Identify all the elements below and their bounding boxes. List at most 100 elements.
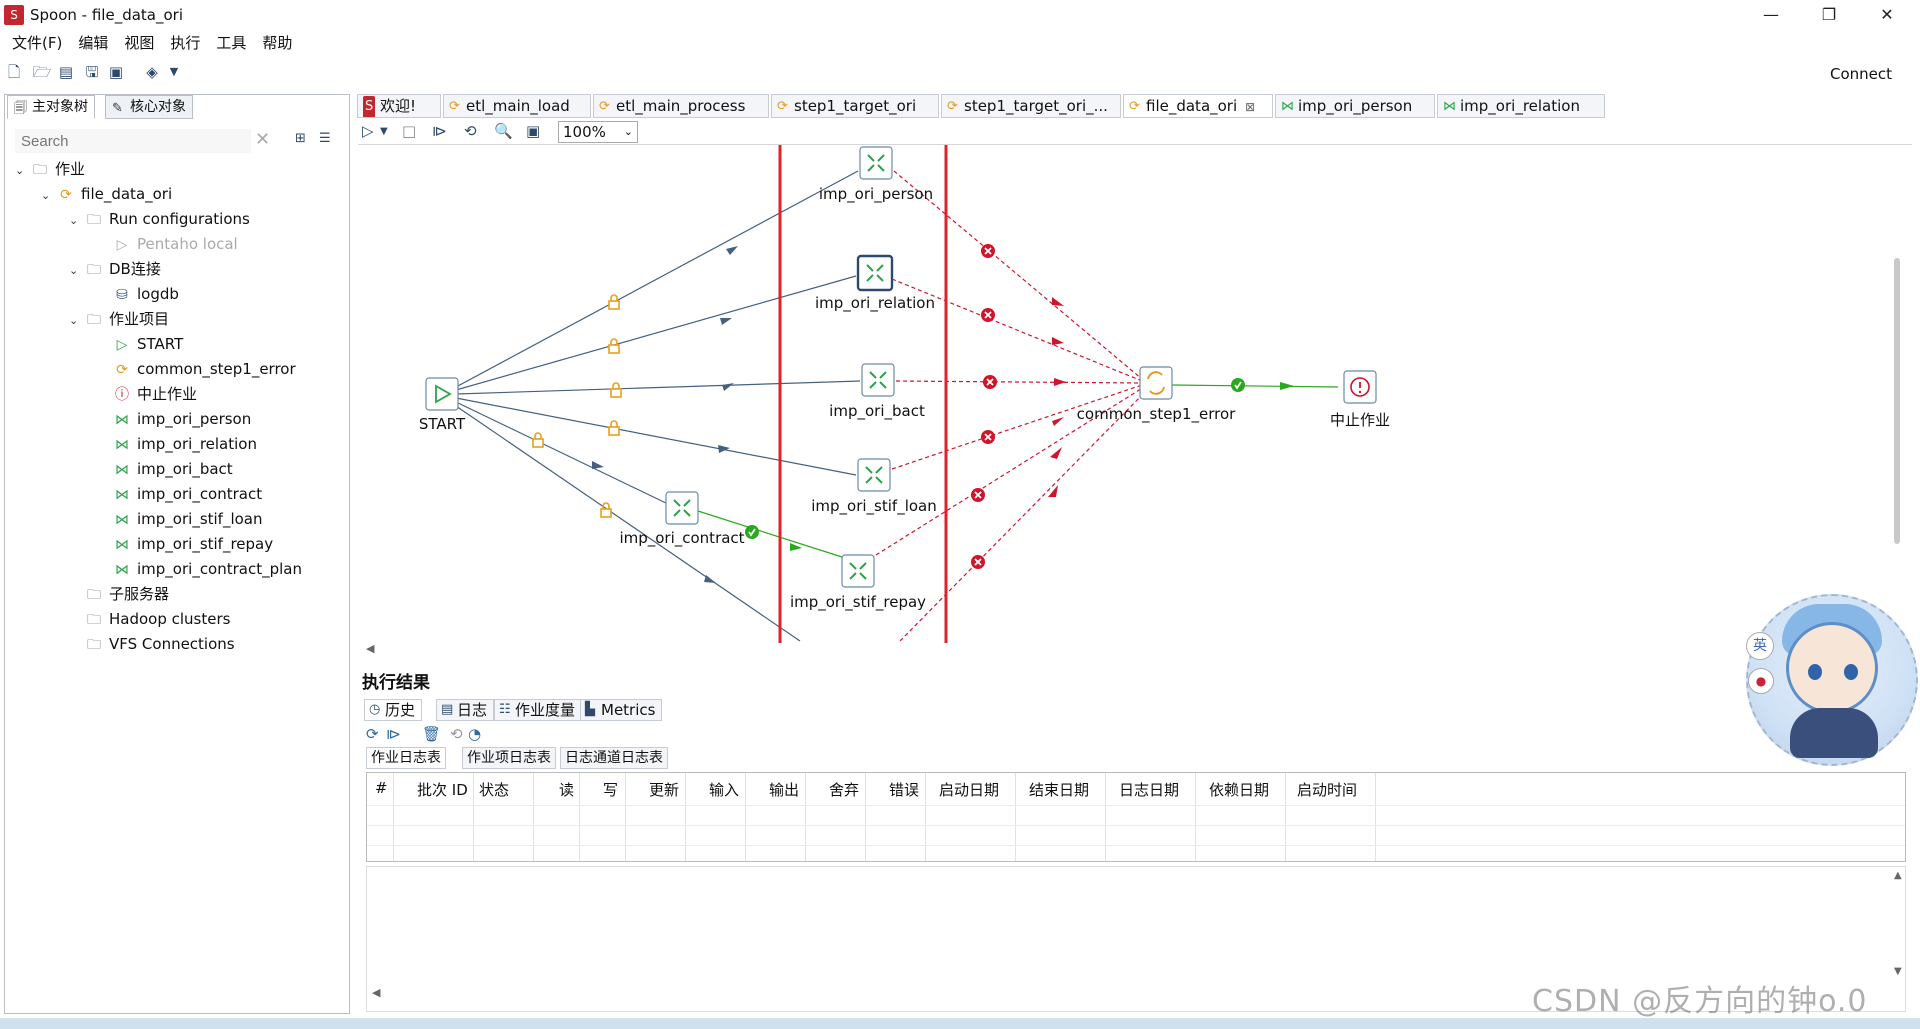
tab-etl-main-load[interactable]: ⟳etl_main_load: [443, 94, 591, 118]
chevron-down-icon[interactable]: ⌄: [69, 314, 79, 327]
chevron-down-icon[interactable]: ⌄: [15, 164, 25, 177]
tree-item-imp-ori-bact[interactable]: ⋈imp_ori_bact: [97, 457, 233, 481]
job-graph[interactable]: [358, 145, 1912, 643]
close-tab-icon[interactable]: ⊠: [1245, 100, 1256, 114]
column-header[interactable]: 输入: [709, 781, 740, 799]
sql-icon[interactable]: 🔍: [494, 122, 513, 140]
scroll-down-icon[interactable]: ▼: [1894, 966, 1902, 977]
scroll-left-icon[interactable]: ◀: [372, 986, 381, 999]
refresh-icon[interactable]: ⟳: [366, 725, 379, 743]
tab-job-metrics[interactable]: ☷作业度量: [494, 699, 583, 721]
hop-relation-error[interactable]: [891, 278, 1143, 382]
node-abort-job[interactable]: [1343, 370, 1377, 404]
ime-language-badge[interactable]: 英: [1746, 632, 1774, 660]
tab-channel-log-table[interactable]: 日志通道日志表: [560, 747, 668, 769]
hop-start-contract-plan[interactable]: [455, 405, 801, 642]
column-header[interactable]: 启动时间: [1297, 781, 1358, 799]
save-icon[interactable]: 🖫: [85, 63, 99, 81]
stop-icon[interactable]: □: [402, 122, 417, 140]
save-as-icon[interactable]: ▣: [108, 63, 124, 81]
tab-etl-main-process[interactable]: ⟳etl_main_process: [593, 94, 769, 118]
tree-item-logdb[interactable]: ⛁logdb: [97, 282, 179, 306]
connect-button[interactable]: Connect: [1829, 65, 1892, 83]
tab-imp-ori-relation[interactable]: ⋈imp_ori_relation: [1437, 94, 1605, 118]
tab-history[interactable]: ◷历史: [364, 699, 423, 721]
ime-status-badge[interactable]: ●: [1748, 668, 1774, 694]
hop-error-abort[interactable]: [1171, 384, 1339, 388]
chevron-down-icon[interactable]: ⌄: [69, 264, 79, 277]
chevron-down-icon[interactable]: ▼: [169, 65, 179, 78]
menu-tools[interactable]: 工具: [216, 34, 247, 52]
tree-item-imp-ori-stif-repay[interactable]: ⋈imp_ori_stif_repay: [97, 532, 273, 556]
log-table[interactable]: # 批次 ID 状态 读 写 更新 输入 输出 舍弃 错误 启动日期 结束日期 …: [366, 772, 1906, 862]
column-header[interactable]: 日志日期: [1119, 781, 1180, 799]
tab-job-entry-log-table[interactable]: 作业项日志表: [462, 747, 556, 769]
chevron-down-icon[interactable]: ▼: [380, 126, 388, 137]
rerun-icon[interactable]: ⟲: [450, 725, 463, 743]
menu-file[interactable]: 文件(F): [12, 34, 63, 52]
column-header[interactable]: 依赖日期: [1209, 781, 1270, 799]
column-header[interactable]: 错误: [889, 781, 920, 799]
preview-icon[interactable]: ⧐: [432, 122, 447, 140]
hop-loan-error[interactable]: [891, 384, 1143, 470]
tree-item-hadoop-clusters[interactable]: 🗀Hadoop clusters: [69, 607, 230, 631]
column-header[interactable]: 舍弃: [829, 781, 860, 799]
scroll-up-icon[interactable]: ▲: [1894, 870, 1902, 881]
chevron-down-icon[interactable]: ⌄: [41, 189, 51, 202]
tree-item-imp-ori-contract-plan[interactable]: ⋈imp_ori_contract_plan: [97, 557, 302, 581]
tree-item-run-configurations[interactable]: ⌄🗀Run configurations: [69, 207, 250, 231]
node-common-step1-error[interactable]: [1139, 366, 1173, 400]
collapse-all-icon[interactable]: ☰: [319, 131, 331, 146]
menu-run[interactable]: 执行: [170, 34, 201, 52]
minimize-button[interactable]: —: [1763, 5, 1779, 24]
zoom-select[interactable]: 100% ⌄: [558, 121, 638, 143]
column-header[interactable]: 启动日期: [939, 781, 1000, 799]
tree-item-file-data-ori[interactable]: ⌄⟳file_data_ori: [41, 182, 172, 206]
tab-file-data-ori[interactable]: ⟳file_data_ori⊠: [1123, 94, 1273, 118]
tab-core-objects[interactable]: ✎ 核心对象: [105, 95, 193, 119]
tree-item-start[interactable]: ▷START: [97, 332, 184, 356]
node-imp-ori-stif-repay[interactable]: [841, 554, 875, 588]
log-detail-area[interactable]: [366, 866, 1906, 1012]
replay-icon[interactable]: ⟲: [464, 122, 477, 140]
tree-item-imp-ori-contract[interactable]: ⋈imp_ori_contract: [97, 482, 262, 506]
column-header[interactable]: 读: [559, 781, 575, 799]
column-header[interactable]: 结束日期: [1029, 781, 1090, 799]
tree-item-slave-servers[interactable]: 🗀子服务器: [69, 582, 169, 606]
restore-button[interactable]: ❐: [1821, 5, 1837, 24]
history-clock-icon[interactable]: ◔: [468, 725, 482, 743]
scroll-left-icon[interactable]: ◀: [366, 642, 375, 655]
column-header[interactable]: 状态: [479, 781, 510, 799]
explore-repository-icon[interactable]: ▤: [58, 63, 74, 81]
replay-icon[interactable]: ⧐: [386, 725, 401, 743]
tab-step1-target-ori-2[interactable]: ⟳step1_target_ori_...: [941, 94, 1121, 118]
chevron-down-icon[interactable]: ⌄: [69, 214, 79, 227]
tree-item-vfs-connections[interactable]: 🗀VFS Connections: [69, 632, 235, 656]
tree-item-job-entries[interactable]: ⌄🗀作业项目: [69, 307, 169, 331]
hop-repay-error[interactable]: [875, 386, 1145, 556]
menu-view[interactable]: 视图: [124, 34, 155, 52]
open-file-icon[interactable]: 🗁: [32, 63, 52, 81]
node-imp-ori-person[interactable]: [859, 146, 893, 180]
perspective-layers-icon[interactable]: ◈: [146, 63, 158, 81]
node-imp-ori-contract[interactable]: [665, 491, 699, 525]
job-canvas[interactable]: START imp_ori_person imp_ori_relation im…: [358, 144, 1912, 643]
column-header[interactable]: #: [375, 779, 388, 797]
tab-imp-ori-person[interactable]: ⋈imp_ori_person: [1275, 94, 1435, 118]
node-imp-ori-bact[interactable]: [861, 363, 895, 397]
tree-item-db-connections[interactable]: ⌄🗀DB连接: [69, 257, 161, 281]
node-start[interactable]: [425, 377, 459, 411]
expand-all-icon[interactable]: ⊞: [295, 131, 306, 146]
hop-start-loan[interactable]: [455, 397, 857, 476]
column-header[interactable]: 写: [603, 781, 619, 799]
node-imp-ori-relation[interactable]: [856, 254, 894, 292]
column-header[interactable]: 批次 ID: [417, 781, 468, 799]
menu-help[interactable]: 帮助: [262, 34, 293, 52]
hop-bact-error[interactable]: [895, 380, 1143, 384]
tree-item-jobs[interactable]: ⌄🗀作业: [15, 157, 85, 181]
hop-plan-error[interactable]: [899, 390, 1147, 642]
hop-start-bact[interactable]: [455, 380, 861, 395]
tab-job-log-table[interactable]: 作业日志表: [366, 747, 446, 769]
